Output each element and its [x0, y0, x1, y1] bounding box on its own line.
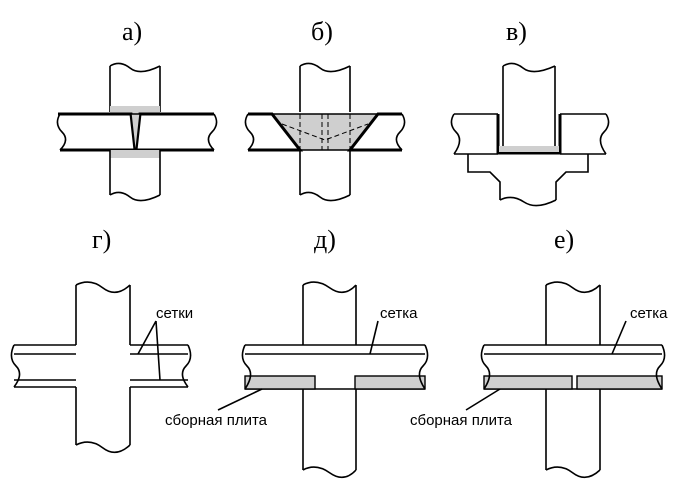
lower-column: [545, 389, 601, 470]
slab-break-right: [418, 344, 429, 390]
lower-column: [75, 387, 131, 445]
slab-break-left: [56, 113, 67, 151]
column-break-bottom: [302, 466, 357, 479]
slab-break-right: [655, 344, 666, 390]
precast-slab-right: [354, 375, 426, 390]
column-break-bottom: [299, 191, 351, 202]
panel-a: а): [56, 17, 218, 202]
column-break-top: [302, 281, 357, 294]
column-break-bottom: [499, 196, 557, 207]
column-break-top: [502, 62, 556, 73]
mesh-label: сетка: [630, 305, 668, 322]
grout-lower: [110, 150, 160, 158]
center-bar: [321, 114, 329, 150]
capital-reinforcement: [281, 114, 369, 150]
grout-upper: [110, 106, 160, 114]
slab-break-left: [480, 344, 491, 390]
slab-left: [248, 112, 304, 152]
panel-g-label: г): [92, 225, 111, 254]
upper-column: [502, 66, 556, 148]
mesh-leader: [611, 320, 627, 355]
lower-column: [109, 150, 161, 195]
precast-slab-left: [244, 375, 316, 390]
precast-slab-left: [483, 375, 573, 390]
grout-joint: [130, 113, 141, 151]
panel-d-label: д): [314, 225, 336, 254]
precast-slab-right: [576, 375, 663, 390]
socket-grout: [499, 146, 559, 152]
panel-g: г) сетки: [10, 225, 193, 454]
slab-break-right: [181, 344, 192, 388]
mesh-label: сетки: [156, 305, 193, 322]
slab-break-left: [244, 113, 255, 151]
slab-break-left: [10, 344, 21, 388]
slab-right: [134, 112, 214, 152]
slab-right: [560, 113, 606, 155]
slab-leader: [465, 388, 501, 411]
slab-label: сборная плита: [165, 412, 268, 429]
upper-column: [545, 285, 601, 345]
column-break-bottom: [75, 441, 131, 454]
column-break-top: [109, 62, 161, 73]
slab-break-left: [241, 344, 252, 390]
upper-column: [302, 285, 357, 345]
column-break-top: [299, 62, 351, 73]
lower-column: [299, 150, 351, 195]
column-break-top: [545, 281, 601, 294]
panel-b: б): [244, 17, 406, 202]
mesh-leaders: [137, 320, 161, 381]
slab-break-right: [207, 113, 218, 151]
panel-e: е) сетка сборная плита: [410, 225, 668, 479]
mesh-label: сетка: [380, 305, 418, 322]
column-break-bottom: [109, 191, 161, 202]
lower-capital: [467, 154, 589, 200]
panel-v-label: в): [506, 17, 527, 46]
lower-column: [302, 389, 357, 470]
panel-b-label: б): [311, 17, 333, 46]
column-break-bottom: [545, 466, 601, 479]
slab-left: [454, 113, 498, 155]
column-break-top: [75, 281, 131, 294]
slab-right: [346, 112, 402, 152]
upper-column: [109, 66, 161, 112]
slab-break-left: [450, 113, 461, 155]
upper-column: [299, 66, 351, 112]
slab-break-right: [395, 113, 406, 151]
meshes: [14, 353, 188, 381]
slab-left: [58, 112, 137, 152]
panel-d: д) сетка сборная плита: [165, 225, 429, 479]
slab-leader: [217, 388, 263, 411]
panel-e-label: е): [554, 225, 574, 254]
column-socket: [496, 114, 562, 155]
panel-a-label: а): [122, 17, 142, 46]
slab-label: сборная плита: [410, 412, 513, 429]
panel-v: в): [450, 17, 610, 207]
slab: [14, 344, 188, 388]
upper-column: [75, 285, 131, 345]
mesh-leader: [369, 320, 379, 355]
slab-break-right: [599, 113, 610, 155]
